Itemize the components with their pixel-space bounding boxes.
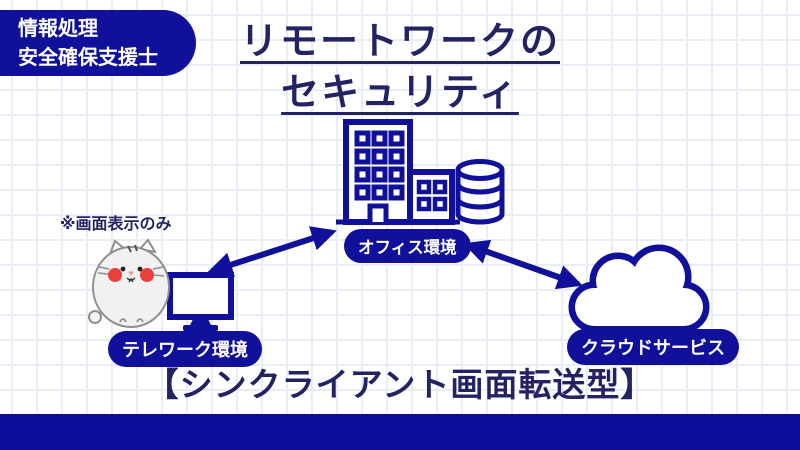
badge-line2: 安全確保支援士 [18,45,158,69]
double-arrow-telework-office [207,226,337,277]
title-line2: セキュリティ [281,70,519,115]
cloud-label-pill: クラウドサービス [567,329,739,365]
page-title: リモートワークの セキュリティ [0,16,800,119]
screen-only-note: ※画面表示のみ [60,214,172,233]
telework-label-pill: テレワーク環境 [108,331,262,367]
double-arrow-office-cloud [463,239,583,290]
title-line1: リモートワークの [239,19,560,63]
database-icon [455,159,505,225]
bottom-caption: 【シンクライアント画面転送型】 [145,365,655,404]
badge-line1: 情報処理 [18,16,98,40]
office-building-icon [336,119,505,225]
qualification-badge: 情報処理 安全確保支援士 [0,10,196,76]
cat-character [88,238,170,328]
office-label-pill: オフィス環境 [344,229,471,263]
monitor-icon [167,272,234,331]
bottom-bar [0,414,800,450]
cloud-icon [568,244,710,332]
building-door [367,203,389,222]
